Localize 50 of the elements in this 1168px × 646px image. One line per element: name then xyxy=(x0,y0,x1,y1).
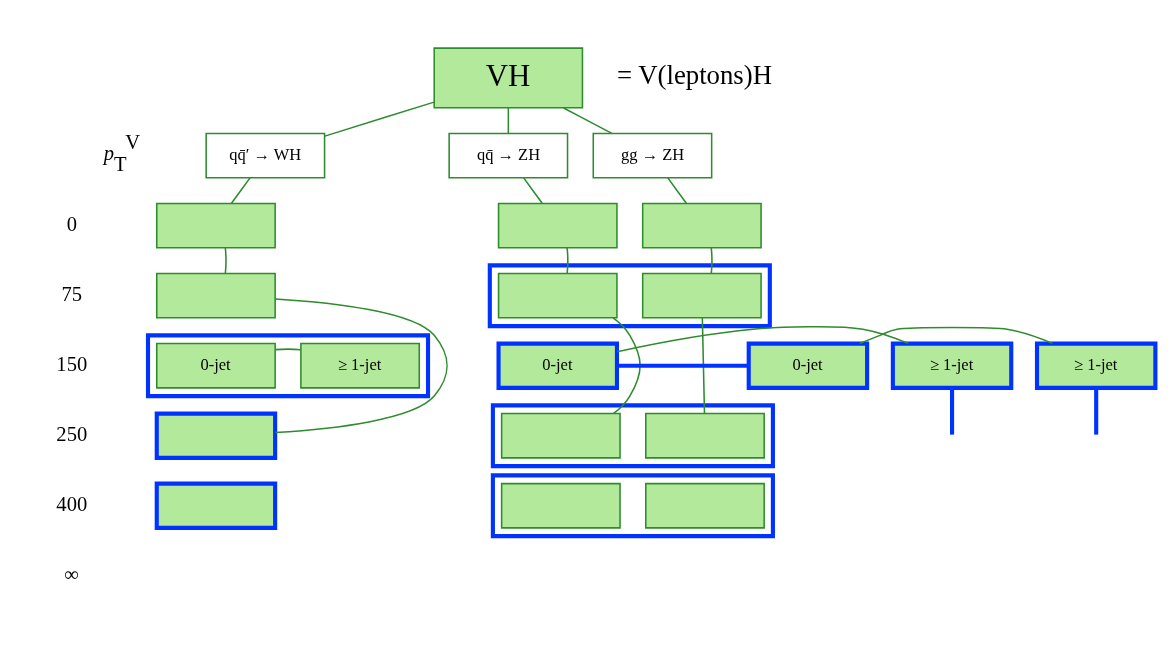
connector xyxy=(324,101,435,137)
label: ∞ xyxy=(64,562,79,585)
connector xyxy=(667,177,688,205)
label: 0 xyxy=(66,212,77,235)
node-box xyxy=(497,202,618,249)
connector xyxy=(701,317,706,414)
node-box xyxy=(156,272,276,319)
cluster xyxy=(490,403,775,469)
node-box xyxy=(497,272,618,319)
cluster xyxy=(490,473,775,539)
node-box: qq̄ → ZH xyxy=(448,132,569,179)
label: 400 xyxy=(56,492,88,515)
connector xyxy=(274,348,302,351)
label: 250 xyxy=(56,422,88,445)
node-box: 0-jet xyxy=(746,341,870,390)
node-box: ≥ 1-jet xyxy=(300,342,421,389)
connector xyxy=(1094,387,1099,435)
connector xyxy=(224,247,227,275)
connector xyxy=(859,326,1054,345)
label: 75 xyxy=(61,282,83,305)
node-box xyxy=(156,202,276,249)
node-box xyxy=(500,412,621,459)
cluster xyxy=(487,263,772,329)
label: 150 xyxy=(56,352,88,375)
node-label: = V(leptons)H xyxy=(616,60,772,91)
node-box xyxy=(500,482,621,529)
node-box: ≥ 1-jet xyxy=(1034,341,1158,390)
node-box: VH xyxy=(433,47,584,109)
node-box xyxy=(641,272,762,319)
node-box xyxy=(645,482,765,529)
connector xyxy=(274,298,448,434)
node-box xyxy=(645,412,765,459)
connector xyxy=(617,363,749,368)
node-box: ≥ 1-jet xyxy=(890,341,1014,390)
connector xyxy=(507,107,510,134)
node-box: qq̄′ → WH xyxy=(205,132,326,179)
node-box: 0-jet xyxy=(156,342,276,389)
node-box xyxy=(154,481,278,530)
connector xyxy=(710,247,713,275)
node-box: 0-jet xyxy=(496,341,619,390)
connector xyxy=(566,247,569,275)
connector xyxy=(562,107,613,135)
node-box xyxy=(641,202,762,249)
connector xyxy=(230,177,251,205)
connector xyxy=(616,325,909,353)
connector xyxy=(950,387,955,435)
node-box xyxy=(154,411,278,460)
node-box: gg → ZH xyxy=(592,132,713,179)
cluster xyxy=(145,333,431,399)
connector xyxy=(522,177,543,205)
